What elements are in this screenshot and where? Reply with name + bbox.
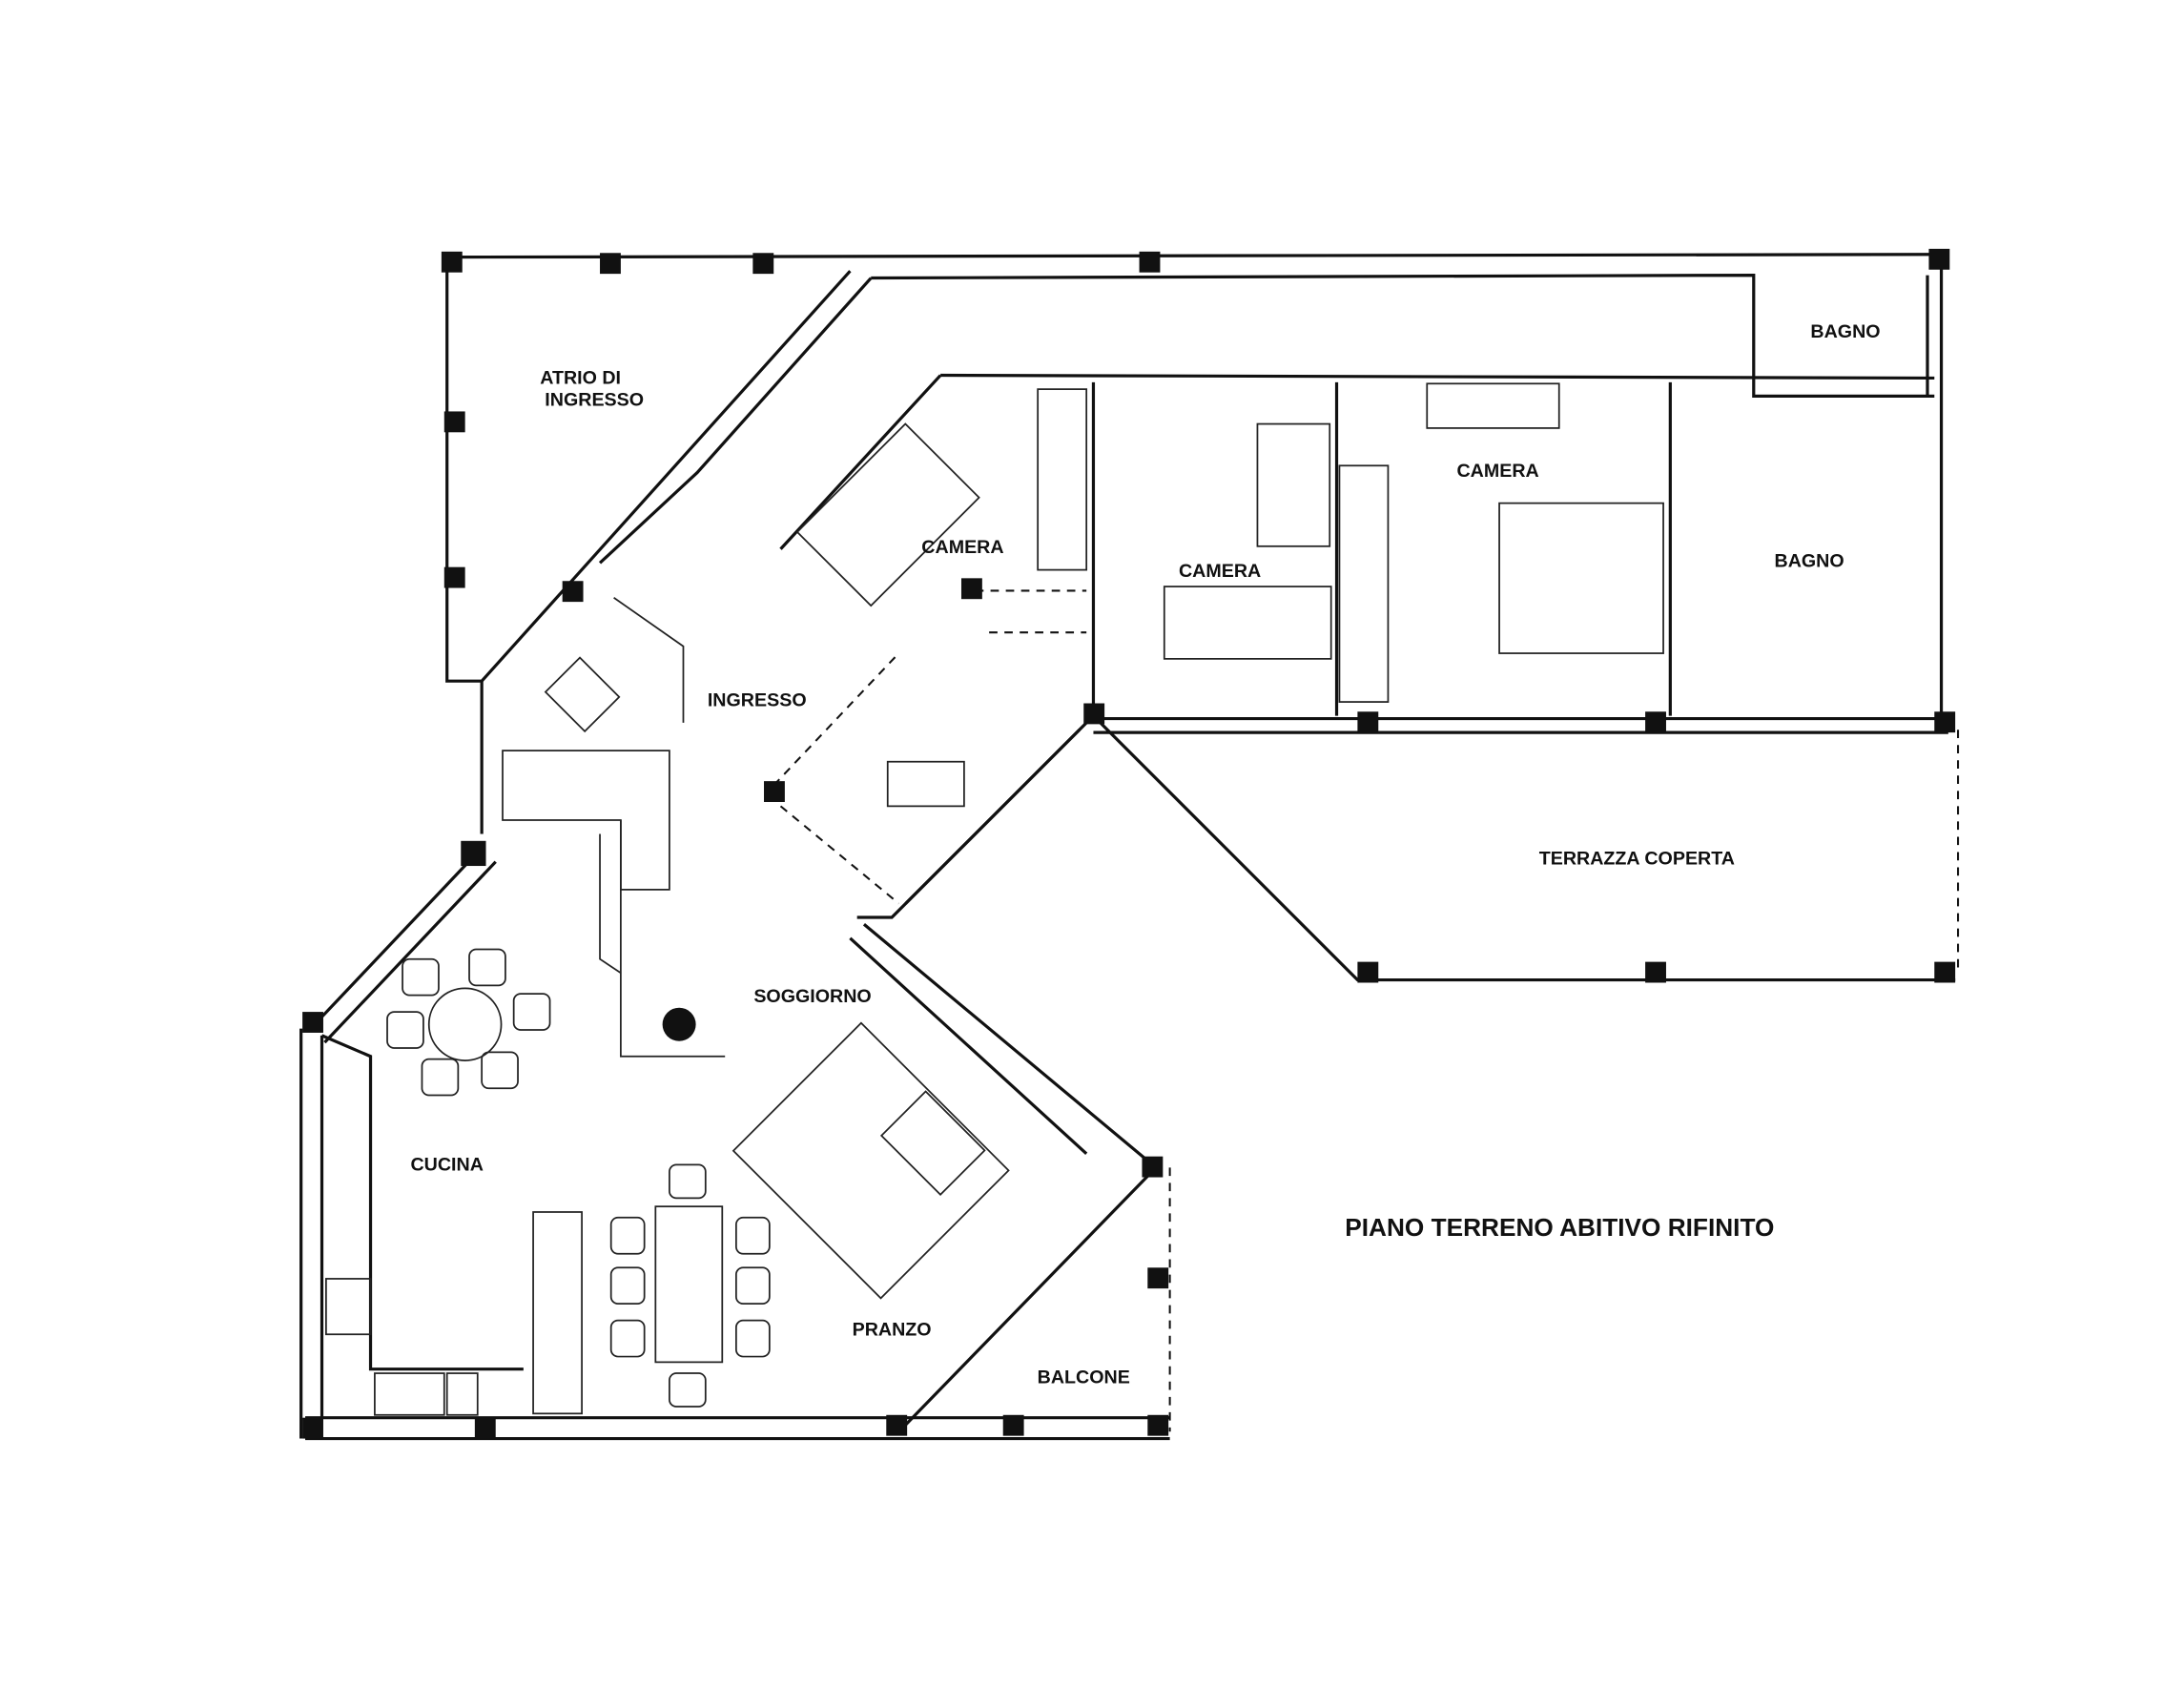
label-bagno-large: BAGNO	[1775, 551, 1844, 572]
label-pranzo: PRANZO	[853, 1320, 932, 1341]
label-atrio-2: INGRESSO	[545, 390, 644, 411]
label-cucina: CUCINA	[410, 1154, 483, 1175]
label-camera-master: CAMERA	[1456, 461, 1538, 482]
label-atrio: ATRIO DI	[540, 367, 621, 388]
columns	[302, 248, 1956, 1439]
label-camera-middle: CAMERA	[1179, 561, 1261, 582]
label-bagno-small: BAGNO	[1810, 321, 1880, 342]
label-soggiorno: SOGGIORNO	[753, 986, 871, 1007]
room-labels: ATRIO DI INGRESSO BAGNO BAGNO CAMERA CAM…	[410, 321, 1880, 1388]
label-terrazza: TERRAZZA COPERTA	[1539, 849, 1735, 870]
walls	[299, 253, 1960, 1441]
furniture	[325, 382, 1664, 1416]
label-camera-small: CAMERA	[921, 537, 1003, 558]
plan-title: PIANO TERRENO ABITIVO RIFINITO	[1345, 1213, 1774, 1242]
label-ingresso: INGRESSO	[708, 689, 807, 710]
label-balcone: BALCONE	[1038, 1367, 1130, 1388]
